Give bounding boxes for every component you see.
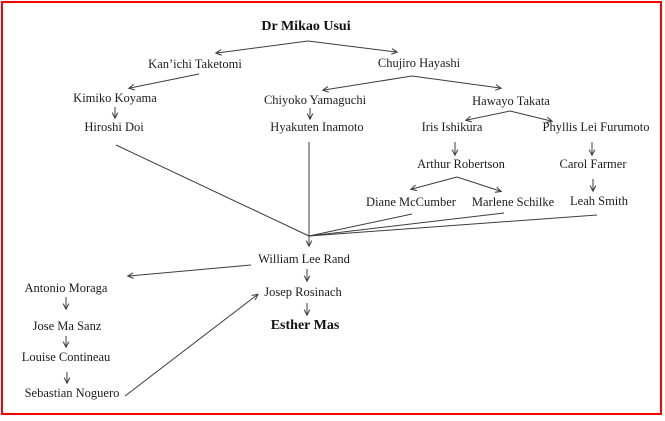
node-iris-ishikura: Iris Ishikura	[421, 119, 483, 134]
node-kanichi-taketomi: Kan’ichi Taketomi	[148, 56, 242, 71]
node-chiyoko-yamaguchi: Chiyoko Yamaguchi	[263, 92, 367, 107]
node-carol-farmer: Carol Farmer	[559, 156, 627, 171]
edge-usui-taketomi	[214, 40, 309, 56]
node-sebastian-noguero: Sebastian Noguero	[24, 385, 120, 400]
edge-doi-rand	[115, 144, 310, 237]
node-louise-contineau: Louise Contineau	[21, 349, 111, 364]
node-antonio-moraga: Antonio Moraga	[24, 280, 108, 295]
edge-hayashi-yamaguchi	[321, 75, 413, 93]
node-hyakuten-inamoto: Hyakuten Inamoto	[270, 119, 364, 134]
edge-takata-ishikura	[464, 110, 511, 123]
edge-taketomi-koyama	[127, 73, 200, 91]
node-leah-smith: Leah Smith	[570, 193, 628, 208]
edge-schilke-rand	[308, 212, 505, 237]
node-phyllis-lei-furumoto: Phyllis Lei Furumoto	[542, 119, 650, 134]
edge-robertson-schilke	[456, 176, 503, 193]
node-marlene-schilke: Marlene Schilke	[471, 194, 555, 209]
edge-noguero-rosinach	[124, 293, 259, 397]
edge-takata-furumoto	[509, 110, 554, 124]
node-hawayo-takata: Hawayo Takata	[472, 93, 550, 108]
node-esther-mas: Esther Mas	[270, 318, 340, 333]
node-kimiko-koyama: Kimiko Koyama	[73, 90, 157, 105]
edge-rand-moraga	[126, 264, 252, 279]
edge-smith-rand	[308, 214, 598, 237]
node-josep-rosinach: Josep Rosinach	[264, 284, 342, 299]
node-chujiro-hayashi: Chujiro Hayashi	[377, 55, 461, 70]
edge-robertson-mccumber	[409, 176, 458, 192]
node-dr-mikao-usui: Dr Mikao Usui	[261, 19, 351, 34]
node-hiroshi-doi: Hiroshi Doi	[84, 119, 144, 134]
node-jose-ma-sanz: Jose Ma Sanz	[32, 318, 102, 333]
node-william-lee-rand: William Lee Rand	[258, 251, 350, 266]
node-diane-mccumber: Diane McCumber	[366, 194, 456, 209]
edge-mccumber-rand	[308, 213, 413, 237]
node-arthur-robertson: Arthur Robertson	[417, 156, 505, 171]
edge-hayashi-takata	[411, 75, 503, 91]
edge-usui-hayashi	[307, 40, 399, 55]
